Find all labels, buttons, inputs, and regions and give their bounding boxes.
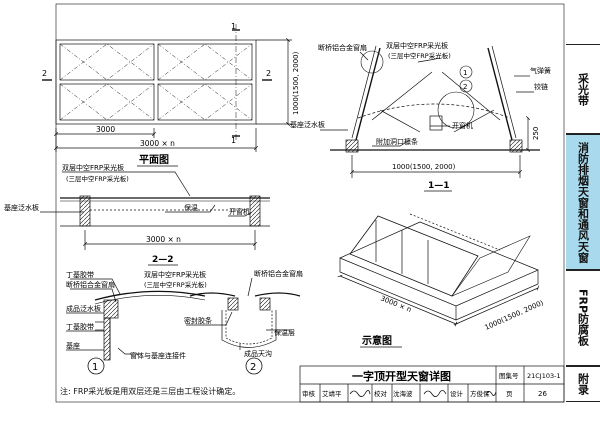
- sec11-callout-1-circle: [459, 65, 473, 79]
- section-2-2-title: 2—2: [152, 255, 174, 265]
- sec11-opener-label: 开窗机: [452, 121, 473, 130]
- drawing-canvas: 1 1 2 2 3000 3000 × n 1000(1500, 2000) 平…: [4, 3, 565, 403]
- plan-section-mark-right: 2: [266, 69, 271, 78]
- detail-1-callout-number: 1: [92, 362, 98, 373]
- designer-signature: [485, 391, 497, 396]
- page-label: 页: [506, 390, 513, 398]
- plan-outline: [55, 39, 257, 125]
- detail1-panel-label-2: (三层中空FRP采光板): [144, 280, 207, 289]
- detail-2-callout: [245, 357, 263, 375]
- category-sidebar: 采光带 消防排烟天窗和通风天窗 FRP防腐板 附录: [566, 0, 600, 421]
- section-1-1-title: 1—1: [428, 181, 450, 191]
- page-number: 26: [538, 390, 547, 398]
- tab-frp-panel[interactable]: FRP防腐板: [566, 270, 600, 366]
- tab-smoke-vent-skylight[interactable]: 消防排烟天窗和通风天窗: [566, 134, 600, 270]
- tab-appendix[interactable]: 附录: [566, 366, 600, 402]
- sec22-dim-total: 3000 × n: [146, 235, 181, 244]
- detail-2-callout-number: 2: [250, 362, 256, 373]
- detail1-tape2-label: 丁基胶带: [66, 322, 94, 331]
- sheet-border: [55, 3, 565, 403]
- tab-daylight-strip[interactable]: 采光带: [566, 44, 600, 134]
- detail1-tape-label: 丁基胶带: [66, 270, 94, 279]
- iso-dim-length: 3000 × n: [379, 294, 412, 314]
- sec22-panel-label-1: 双层中空FRP采光板: [62, 163, 124, 172]
- designer-name: 方俊保: [470, 389, 490, 398]
- detail1-panel-label-1: 双层中空FRP采光板: [144, 270, 206, 279]
- sec11-spring-label: 气弹簧: [530, 66, 551, 75]
- sec11-hinge-label: 铰链: [534, 82, 548, 91]
- check-label: 校对: [374, 389, 388, 398]
- sec11-panel-label-2: (三层中空FRP采光板): [388, 51, 451, 60]
- detail2-seal-label: 密封胶条: [184, 316, 212, 325]
- sec22-insulation-label: 保温: [184, 203, 198, 212]
- detail2-insulation-label: 保温层: [274, 328, 295, 337]
- detail-1-callout: [87, 357, 105, 375]
- sec22-panel-label-2: (三层中空FRP采光板): [66, 174, 129, 183]
- isometric-view: [337, 213, 540, 327]
- detail1-flashing-label: 成品泛水板: [66, 304, 101, 313]
- plan-section-mark-left: 2: [42, 69, 47, 78]
- detail1-frame-label: 断桥铝合金窗扇: [66, 280, 115, 289]
- plan-section-mark-top: 1: [231, 22, 236, 31]
- atlas-label: 图集号: [499, 371, 519, 380]
- footnote: 注: FRP采光板是用双层还是三层由工程设计确定。: [60, 387, 241, 396]
- plan-view: [42, 24, 292, 152]
- plan-section-mark-bottom: 1: [231, 136, 236, 145]
- reviewer-signature: [349, 390, 371, 397]
- sec11-callout-2-circle: [459, 79, 473, 93]
- plan-dim-inner: 3000: [96, 125, 115, 134]
- drawing-title: 一字顶开型天窗详图: [352, 369, 451, 383]
- sec11-callout-1: 1: [463, 69, 467, 77]
- review-label: 审核: [302, 389, 316, 398]
- sec11-dim-width: 1000(1500, 2000): [392, 163, 456, 171]
- sec11-base-label: 基座泛水板: [290, 120, 325, 129]
- atlas-number: 21CJ103-1: [527, 372, 561, 380]
- detail2-frame-label: 断桥铝合金窗扇: [254, 269, 303, 278]
- sec22-opener-label: 开窗机: [229, 207, 250, 216]
- title-block: [299, 365, 565, 403]
- section-1-1: [320, 45, 540, 178]
- plan-title: 平面图: [139, 154, 169, 166]
- design-label: 设计: [450, 389, 464, 398]
- plan-dim-total: 3000 × n: [140, 139, 175, 148]
- detail2-gutter-label: 成品天沟: [244, 349, 272, 358]
- sec11-panel-label-1: 双层中空FRP采光板: [386, 41, 448, 50]
- isometric-title: 示意图: [362, 334, 392, 347]
- sec11-callout-2: 2: [463, 83, 467, 91]
- section-2-2: [40, 171, 270, 250]
- plan-dim-side: 1000(1500, 2000): [292, 51, 300, 115]
- sec11-dim-250: 250: [532, 127, 540, 140]
- detail1-bracket-label: 窗体与基座连接件: [130, 351, 186, 360]
- sec11-frame-label: 断桥铝合金窗扇: [318, 43, 367, 52]
- checker-name: 沈海波: [393, 389, 413, 398]
- sec11-purlin-label: 附加洞口檩条: [376, 137, 418, 146]
- detail1-base-label: 基座: [66, 341, 80, 350]
- sec22-base-label: 基座泛水板: [4, 203, 39, 212]
- detail-1: [66, 278, 206, 361]
- detail-2: [186, 277, 301, 350]
- reviewer-name: 艾靖平: [322, 389, 342, 398]
- checker-signature: [423, 390, 447, 397]
